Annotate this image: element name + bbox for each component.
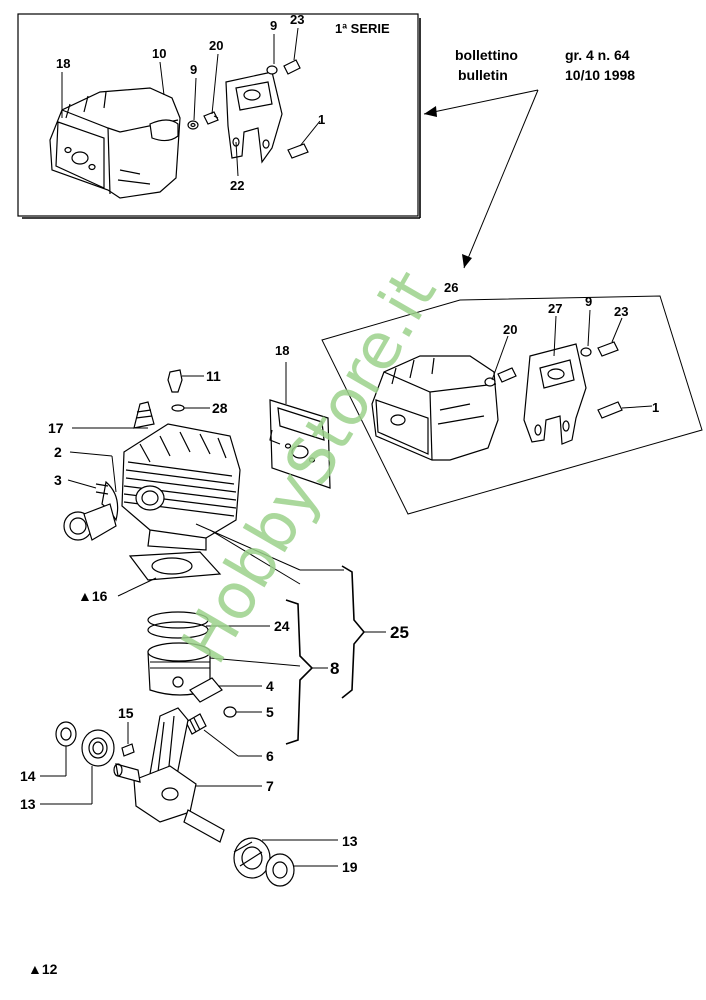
callout-23-old: 23 (290, 12, 304, 27)
callout-9-new: 9 (585, 294, 592, 309)
bracket-25: 25 (195, 523, 409, 699)
washer-9-new (484, 377, 496, 387)
muffler-cover-old (49, 87, 181, 199)
callout-23-new: 23 (614, 304, 628, 319)
screw-1-new (597, 401, 623, 419)
cylinder (121, 401, 241, 551)
callout-24: 24 (274, 618, 290, 634)
callout-15: 15 (118, 705, 134, 721)
callout-9-old-a: 9 (190, 62, 197, 77)
callout-18-main: 18 (275, 343, 289, 358)
piston (147, 642, 301, 696)
callout-20-new: 20 (503, 322, 517, 337)
callout-5: 5 (266, 704, 274, 720)
oil-seal-19: 19 (265, 853, 358, 887)
bulletin-line1-right: gr. 4 n. 64 (565, 47, 630, 63)
callout-13-left: 13 (20, 796, 36, 812)
screw-23-new (597, 341, 619, 357)
bulletin-line2-right: 10/10 1998 (565, 67, 635, 83)
bracket-22-old (225, 71, 283, 164)
callout-9-old-b: 9 (270, 18, 277, 33)
callout-3: 3 (54, 472, 62, 488)
callout-8: 8 (330, 659, 339, 678)
callout-19: 19 (342, 859, 358, 875)
old-series-inset: 1ª SERIE (17, 12, 421, 219)
crankshaft-7: 7 (113, 707, 274, 843)
new-series-group: 26 20 27 9 2 (321, 280, 703, 515)
screw-23-old (283, 59, 301, 75)
screw-20-old (203, 111, 219, 125)
callout-2: 2 (54, 444, 62, 460)
page-footer-reference: ▲12 (28, 961, 58, 977)
callout-10-old: 10 (152, 46, 166, 61)
bearing-13-left: 13 (20, 729, 115, 812)
washer-9-old (187, 120, 199, 130)
callout-1-old: 1 (318, 112, 325, 127)
callout-6: 6 (266, 748, 274, 764)
callout-25: 25 (390, 623, 409, 642)
oil-seal-14: 14 (20, 721, 77, 784)
intake-manifold-3 (63, 503, 117, 541)
callout-1-new: 1 (652, 400, 659, 415)
bracket-8: 8 (285, 599, 339, 745)
callout-28: 28 (212, 400, 228, 416)
inset-frame (17, 13, 419, 217)
callout-7: 7 (266, 778, 274, 794)
base-gasket-16: ▲16 (78, 551, 222, 604)
callout-4: 4 (266, 678, 274, 694)
bracket-27-new (523, 343, 587, 445)
callout-14: 14 (20, 768, 36, 784)
bearing-13-right: 13 (233, 833, 358, 879)
callout-16: ▲16 (78, 588, 108, 604)
callout-26: 26 (444, 280, 458, 295)
inset-series-label: 1ª SERIE (335, 21, 390, 36)
key-15: 15 (118, 705, 135, 757)
needle-bearing-6: 6 (185, 713, 274, 764)
heat-shield-18: 18 (269, 343, 331, 489)
callout-27: 27 (548, 301, 562, 316)
screw-20-new (497, 367, 517, 383)
callout-18-old: 18 (56, 56, 70, 71)
bulletin-reference: bollettino gr. 4 n. 64 bulletin 10/10 19… (423, 47, 635, 269)
washer-9-new-top (580, 347, 592, 357)
callout-11: 11 (206, 368, 221, 384)
circlip-5: 5 (223, 704, 274, 720)
callout-22-old: 22 (230, 178, 244, 193)
bulletin-line1-left: bollettino (455, 47, 518, 63)
callout-13-right: 13 (342, 833, 358, 849)
washer-9-old-top (266, 65, 278, 75)
callout-20-old: 20 (209, 38, 223, 53)
washer-28: 28 (171, 400, 228, 416)
piston-rings-24: 24 (147, 611, 290, 639)
screw-11: 11 (167, 368, 221, 393)
callout-17: 17 (48, 420, 64, 436)
screw-1-old (287, 143, 309, 159)
piston-pin-4: 4 (189, 677, 274, 703)
muffler-cover-new (371, 355, 499, 461)
bulletin-line2-left: bulletin (458, 67, 508, 83)
